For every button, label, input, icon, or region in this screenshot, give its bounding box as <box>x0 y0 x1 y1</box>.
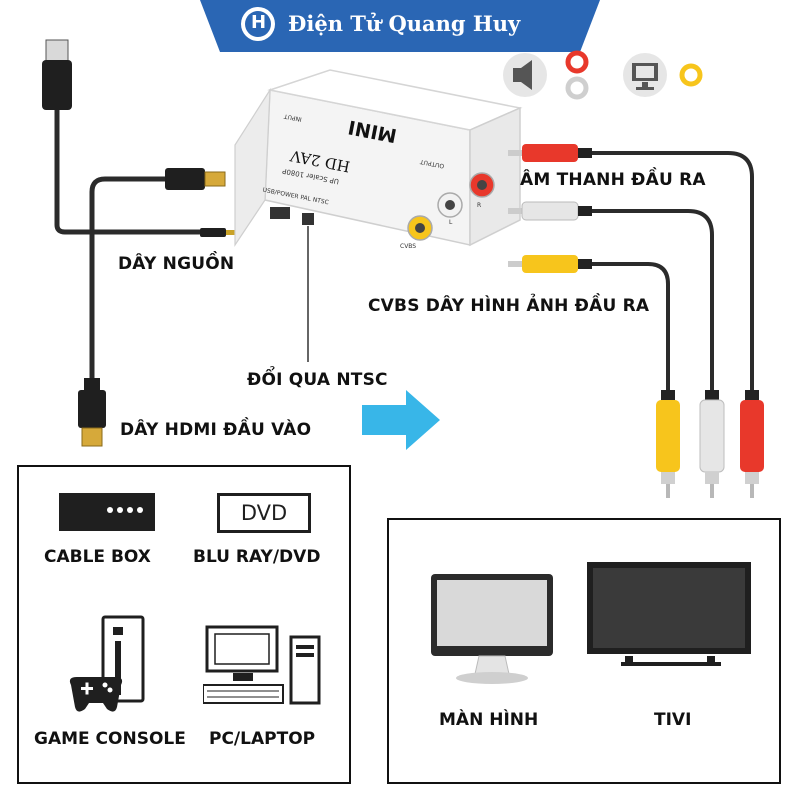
source-label: BLU RAY/DVD <box>193 547 321 567</box>
brand-banner: H Điện Tử Quang Huy <box>200 0 600 52</box>
monitor-icon <box>431 574 553 684</box>
label-ntsc-switch: ĐỔI QUA NTSC <box>247 370 388 390</box>
brand-logo-letter: H <box>251 12 267 33</box>
rca-white-plug-top-icon <box>508 201 592 221</box>
rca-white-plug-bottom-icon <box>699 390 725 498</box>
source-label: PC/LAPTOP <box>209 729 316 749</box>
output-devices-panel: MÀN HÌNH TIVI <box>387 518 781 784</box>
video-rca-dot-icon <box>679 63 703 87</box>
brand-name: Điện Tử Quang Huy <box>288 11 521 36</box>
tv-icon <box>587 562 751 666</box>
dvd-player-icon: DVD <box>217 493 311 533</box>
output-label: TIVI <box>654 710 692 730</box>
cable-box-icon <box>59 493 155 531</box>
hdmi-plug-top-icon <box>165 168 226 190</box>
audio-rca-dots-icon <box>565 50 589 100</box>
pc-icon <box>203 625 321 705</box>
monitor-indicator-icon <box>623 53 667 97</box>
output-label: MÀN HÌNH <box>439 710 539 730</box>
power-plug-icon <box>200 228 240 237</box>
dvd-icon-text: DVD <box>240 501 288 525</box>
speaker-icon <box>503 53 547 97</box>
usb-plug-icon <box>42 39 72 110</box>
label-video-out: CVBS DÂY HÌNH ẢNH ĐẦU RA <box>368 296 650 316</box>
game-console-icon <box>69 615 145 712</box>
arrow-right-icon <box>362 390 440 450</box>
port-label-r: R <box>477 202 482 209</box>
rca-yellow-plug-top-icon <box>508 255 592 273</box>
label-hdmi-input: DÂY HDMI ĐẦU VÀO <box>120 420 312 440</box>
converter-box <box>234 69 523 362</box>
label-audio-out: ÂM THANH ĐẦU RA <box>520 170 706 190</box>
rca-red-plug-bottom-icon <box>740 390 764 498</box>
port-label-l: L <box>449 219 453 226</box>
source-label: GAME CONSOLE <box>34 729 186 749</box>
rca-red-plug-top-icon <box>508 144 592 162</box>
source-label: CABLE BOX <box>44 547 151 567</box>
brand-banner-bg <box>200 0 600 52</box>
port-label-cvbs: CVBS <box>400 243 417 250</box>
source-devices-panel: CABLE BOX DVD BLU RAY/DVD GAME CONSOLE <box>17 465 351 784</box>
label-power-cable: DÂY NGUỒN <box>118 254 235 274</box>
rca-yellow-plug-bottom-icon <box>656 390 680 498</box>
hdmi-plug-bottom-icon <box>78 378 106 447</box>
